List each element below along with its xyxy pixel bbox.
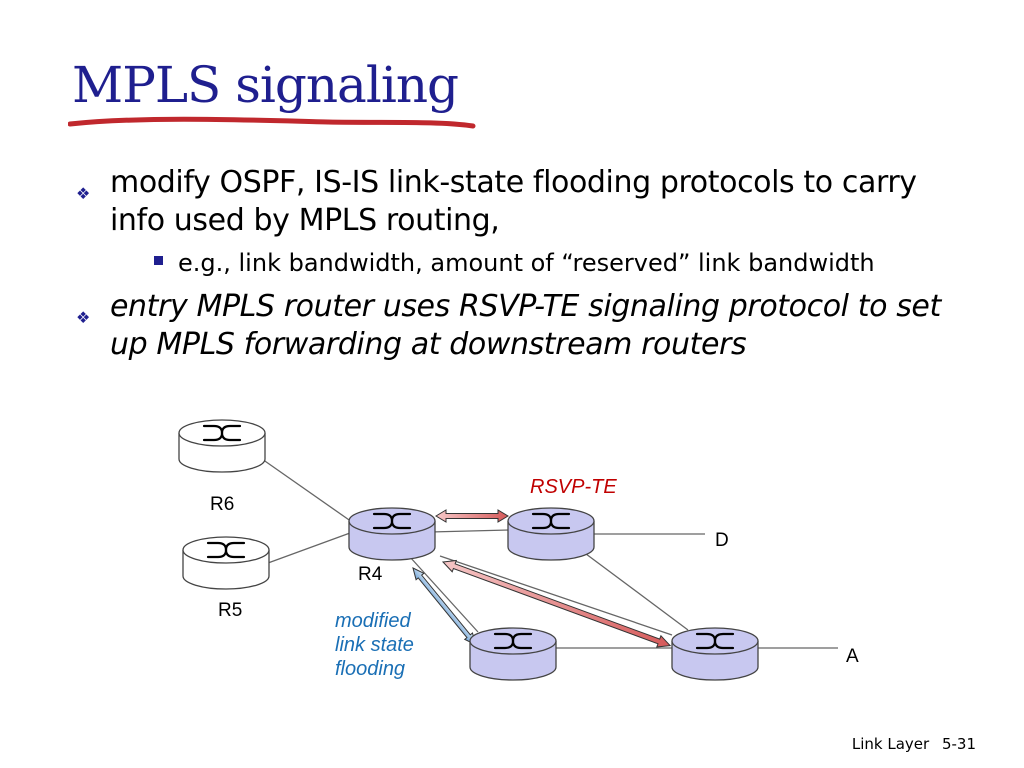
router-label-r4: R4	[358, 564, 383, 585]
router-crossing-arrows-icon	[202, 424, 242, 442]
router-crossing-arrows-icon	[493, 632, 533, 650]
link	[261, 458, 353, 523]
router-crossing-arrows-icon	[206, 541, 246, 559]
diamond-bullet-icon: ❖	[76, 308, 90, 327]
bullet-list: ❖ modify OSPF, IS-IS link-state flooding…	[76, 164, 976, 364]
bullet-text: modify OSPF, IS-IS link-state flooding p…	[110, 165, 917, 238]
endpoint-label-d: D	[715, 530, 729, 551]
link	[429, 529, 511, 533]
title-underline	[68, 116, 476, 129]
link	[439, 555, 673, 636]
link	[577, 547, 689, 631]
slide-title: MPLS signaling	[72, 56, 459, 114]
endpoint-label-a: A	[846, 646, 859, 667]
sub-bullet-text: e.g., link bandwidth, amount of “reserve…	[178, 249, 875, 277]
flooding-label-line: modified	[335, 610, 411, 632]
router-crossing-arrows-icon	[372, 512, 412, 530]
router-label-r6: R6	[210, 494, 234, 515]
flooding-label-line: flooding	[335, 658, 405, 680]
flooding-arrow	[412, 567, 477, 646]
footer-section: Link Layer	[851, 735, 930, 753]
slide-footer: Link Layer 5-31	[844, 735, 976, 753]
router-crossing-arrows-icon	[531, 512, 571, 530]
bullet-text: entry MPLS router uses RSVP-TE signaling…	[110, 289, 941, 362]
router-r6	[178, 419, 266, 473]
square-bullet-icon	[154, 256, 163, 265]
bullet-item: ❖ modify OSPF, IS-IS link-state flooding…	[76, 164, 976, 240]
flooding-label-line: link state	[335, 634, 414, 656]
links	[261, 458, 838, 649]
rsvp-te-label: RSVP-TE	[530, 476, 617, 498]
router-label-r5: R5	[218, 600, 242, 621]
router-top-right	[507, 507, 595, 561]
bullet-item: ❖ entry MPLS router uses RSVP-TE signali…	[76, 288, 976, 364]
link	[409, 556, 479, 633]
router-bottom-middle	[469, 627, 557, 681]
link	[267, 532, 351, 564]
diamond-bullet-icon: ❖	[76, 184, 90, 203]
router-crossing-arrows-icon	[695, 632, 735, 650]
rsvp-arrow-diagonal	[441, 559, 672, 648]
router-r4	[348, 507, 436, 561]
sub-bullet-item: e.g., link bandwidth, amount of “reserve…	[154, 246, 976, 280]
rsvp-arrow-horizontal	[435, 509, 509, 523]
router-bottom-right	[671, 627, 759, 681]
router-r5	[182, 536, 270, 590]
footer-page-number: 5-31	[941, 735, 976, 753]
